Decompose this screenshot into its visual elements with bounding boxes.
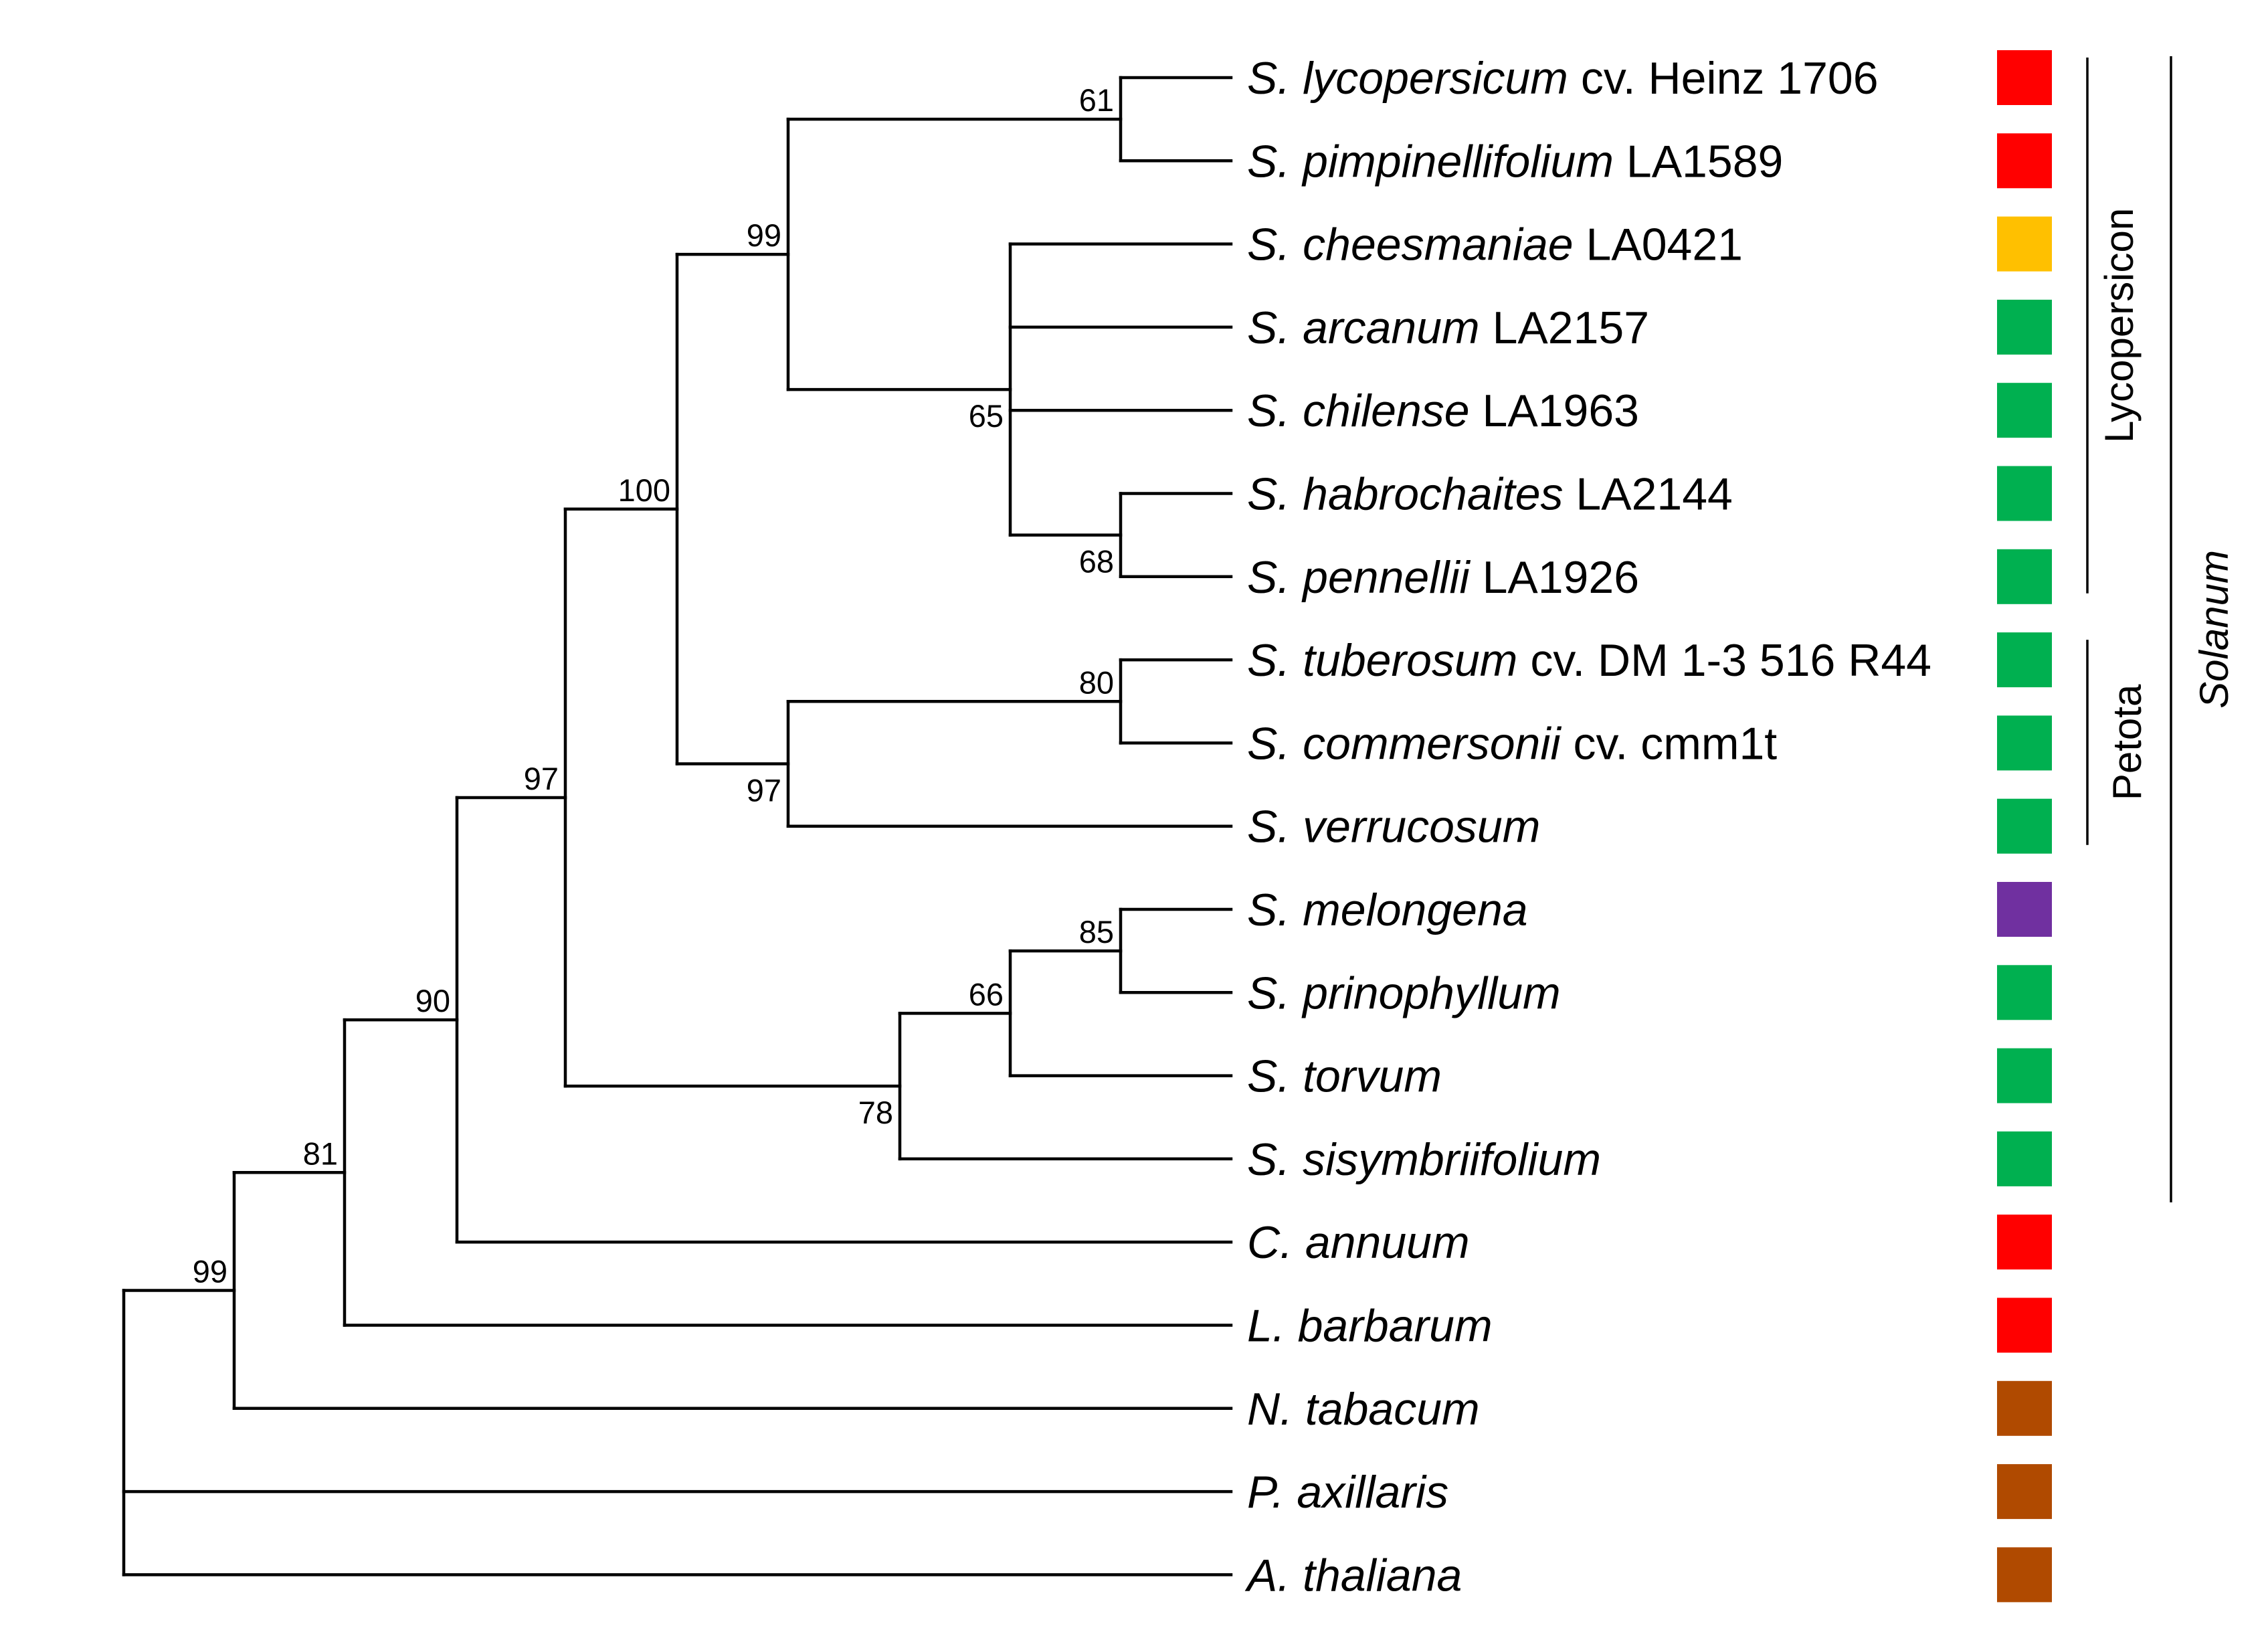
trait-color-square xyxy=(1997,1214,2052,1270)
taxon-detail: cv. cmm1t xyxy=(1561,718,1778,769)
taxon-label: S. torvum xyxy=(1247,1051,1442,1102)
taxon-label: N. tabacum xyxy=(1247,1384,1480,1435)
trait-color-square xyxy=(1997,965,2052,1020)
taxon-label: C. annuum xyxy=(1247,1217,1470,1268)
taxon-genus: S. pennellii xyxy=(1247,552,1471,603)
trait-color-square xyxy=(1997,882,2052,937)
trait-color-square xyxy=(1997,216,2052,272)
taxon-detail: LA0421 xyxy=(1574,219,1743,270)
taxon-genus: S. prinophyllum xyxy=(1247,968,1561,1018)
taxon-genus: P. axillaris xyxy=(1247,1467,1448,1518)
taxon-detail: LA2157 xyxy=(1480,302,1649,353)
trait-color-square xyxy=(1997,1297,2052,1353)
taxon-genus: S. torvum xyxy=(1247,1051,1442,1102)
support-value-n97top: 97 xyxy=(524,761,559,796)
taxon-label: A. thaliana xyxy=(1244,1550,1462,1601)
taxon-genus: S. melongena xyxy=(1247,885,1528,935)
support-value-n68: 68 xyxy=(1079,544,1114,579)
taxon-detail: LA1589 xyxy=(1614,136,1783,187)
taxon-genus: C. annuum xyxy=(1247,1217,1470,1268)
taxon-genus: S. commersonii xyxy=(1247,718,1562,769)
trait-color-square xyxy=(1997,549,2052,604)
taxon-detail: cv. Heinz 1706 xyxy=(1568,53,1879,104)
taxon-genus: S. habrochaites xyxy=(1247,469,1564,520)
clade-label-lycopersicon: Lycopersicon xyxy=(2097,208,2142,443)
taxon-label: S. habrochaites LA2144 xyxy=(1247,469,1733,520)
taxon-label: S. lycopersicum cv. Heinz 1706 xyxy=(1247,53,1879,104)
taxon-genus: S. lycopersicum xyxy=(1247,53,1568,104)
trait-color-square xyxy=(1997,133,2052,189)
support-value-n61: 61 xyxy=(1079,82,1114,118)
taxon-genus: S. verrucosum xyxy=(1247,802,1540,852)
taxon-label: S. pennellii LA1926 xyxy=(1247,552,1639,603)
taxon-label: S. commersonii cv. cmm1t xyxy=(1247,718,1777,769)
taxon-genus: N. tabacum xyxy=(1247,1384,1480,1435)
taxon-detail: LA1963 xyxy=(1470,385,1639,436)
trait-color-square xyxy=(1997,299,2052,355)
taxon-label: S. sisymbriifolium xyxy=(1247,1134,1601,1185)
trait-color-square xyxy=(1997,715,2052,771)
support-value-n85: 85 xyxy=(1079,914,1114,950)
clade-label-petota: Petota xyxy=(2105,684,2150,800)
taxon-label: S. cheesmaniae LA0421 xyxy=(1247,219,1743,270)
taxon-detail: cv. DM 1-3 516 R44 xyxy=(1517,635,1931,686)
clade-label-solanum: Solanum xyxy=(2192,550,2237,709)
taxon-genus: S. chilense xyxy=(1247,385,1470,436)
trait-color-square xyxy=(1997,383,2052,438)
support-value-n66: 66 xyxy=(969,976,1004,1012)
trait-color-square xyxy=(1997,798,2052,854)
trait-color-square xyxy=(1997,1048,2052,1103)
taxon-genus: S. arcanum xyxy=(1247,302,1480,353)
support-value-n90: 90 xyxy=(415,983,450,1018)
taxon-label: S. melongena xyxy=(1247,885,1528,935)
trait-color-square xyxy=(1997,466,2052,521)
taxon-genus: S. cheesmaniae xyxy=(1247,219,1574,270)
taxon-genus: S. pimpinellifolium xyxy=(1247,136,1614,187)
trait-color-square xyxy=(1997,50,2052,105)
taxon-label: S. verrucosum xyxy=(1247,802,1540,852)
support-value-n80: 80 xyxy=(1079,664,1114,700)
support-value-n65: 65 xyxy=(969,398,1004,434)
taxon-genus: S. tuberosum xyxy=(1247,635,1517,686)
trait-color-square xyxy=(1997,1547,2052,1603)
taxon-genus: S. sisymbriifolium xyxy=(1247,1134,1601,1185)
taxon-label: P. axillaris xyxy=(1247,1467,1448,1518)
taxon-detail: LA2144 xyxy=(1564,469,1733,520)
taxon-label: S. prinophyllum xyxy=(1247,968,1561,1018)
taxon-label: S. chilense LA1963 xyxy=(1247,385,1639,436)
trait-color-square xyxy=(1997,1131,2052,1186)
taxon-genus: A. thaliana xyxy=(1244,1550,1462,1601)
trait-color-square xyxy=(1997,632,2052,688)
taxon-label: S. pimpinellifolium LA1589 xyxy=(1247,136,1783,187)
trait-color-square xyxy=(1997,1464,2052,1520)
trait-color-square xyxy=(1997,1380,2052,1436)
support-value-n100: 100 xyxy=(618,472,670,508)
support-value-n97b: 97 xyxy=(747,772,781,808)
support-value-n78: 78 xyxy=(858,1095,893,1130)
support-value-n99a: 99 xyxy=(747,217,781,253)
taxon-genus: L. barbarum xyxy=(1247,1301,1493,1352)
support-value-n99b: 99 xyxy=(193,1254,227,1289)
taxon-label: L. barbarum xyxy=(1247,1301,1493,1352)
support-value-n81: 81 xyxy=(303,1136,338,1171)
taxon-detail: LA1926 xyxy=(1470,552,1639,603)
taxon-label: S. arcanum LA2157 xyxy=(1247,302,1649,353)
taxon-label: S. tuberosum cv. DM 1-3 516 R44 xyxy=(1247,635,1931,686)
